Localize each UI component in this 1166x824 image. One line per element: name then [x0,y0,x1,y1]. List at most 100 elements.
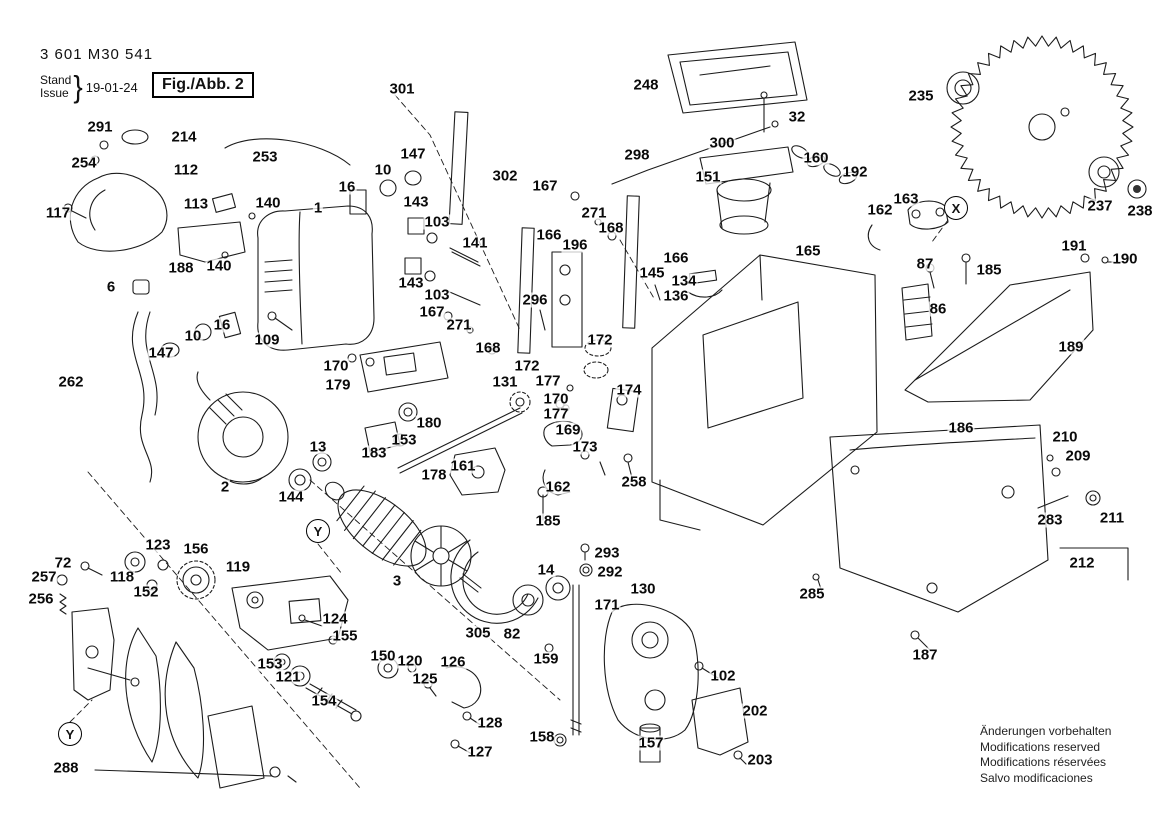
part-callout-292: 292 [596,563,624,581]
part-callout-177: 177 [534,372,562,390]
part-callout-293: 293 [593,544,621,562]
part-callout-253: 253 [251,148,279,166]
brace-glyph: } [73,69,83,104]
part-callout-6: 6 [105,278,117,296]
legal-line: Salvo modificaciones [980,770,1093,785]
part-callout-302: 302 [491,167,519,185]
part-callout-16: 16 [337,178,357,196]
stand-issue-block: Stand Issue } 19-01-24 [40,69,153,104]
part-callout-82: 82 [502,625,522,643]
part-callout-177: 177 [542,405,570,423]
stand-label: Stand [40,73,72,87]
issue-date: 19-01-24 [85,79,138,95]
part-callout-238: 238 [1126,202,1154,220]
small-parts-top-drawing [267,170,481,331]
part-callout-158: 158 [528,728,556,746]
part-callout-119: 119 [224,558,252,576]
part-callout-203: 203 [746,751,774,769]
part-callout-109: 109 [253,331,281,349]
part-callout-196: 196 [561,236,589,254]
part-callout-291: 291 [86,118,114,136]
gearbox-drawing [347,339,640,521]
fan-shroud-drawing [450,539,539,624]
part-callout-165: 165 [794,242,822,260]
part-callout-209: 209 [1064,447,1092,465]
part-callout-300: 300 [708,134,736,152]
part-callout-150: 150 [369,647,397,665]
part-callout-185: 185 [534,512,562,530]
part-callout-202: 202 [741,702,769,720]
part-callout-155: 155 [331,627,359,645]
part-callout-172: 172 [513,357,541,375]
part-callout-10: 10 [373,161,393,179]
issue-label: Issue [40,86,69,100]
part-callout-131: 131 [491,373,519,391]
part-callout-191: 191 [1060,237,1088,255]
part-callout-169: 169 [554,421,582,439]
part-callout-271: 271 [580,204,608,222]
part-callout-298: 298 [623,146,651,164]
part-callout-256: 256 [27,590,55,608]
part-callout-153: 153 [256,655,284,673]
part-callout-151: 151 [694,168,722,186]
main-housing-drawing [651,254,878,531]
part-callout-147: 147 [399,145,427,163]
part-callout-185: 185 [975,261,1003,279]
part-callout-113: 113 [182,195,210,213]
part-callout-214: 214 [170,128,198,146]
handle-drawing [63,129,351,252]
part-callout-174: 174 [615,381,643,399]
part-callout-118: 118 [108,568,136,586]
part-callout-103: 103 [423,213,451,231]
legal-line: Modifications reserved [980,739,1101,754]
part-callout-186: 186 [947,419,975,437]
part-callout-189: 189 [1057,338,1085,356]
part-callout-237: 237 [1086,197,1114,215]
part-callout-159: 159 [532,650,560,668]
part-callout-183: 183 [360,444,388,462]
part-callout-14: 14 [536,561,556,579]
part-callout-10: 10 [183,327,203,345]
legal-line: Modifications réservées [980,755,1107,769]
part-callout-166: 166 [535,226,563,244]
part-callout-212: 212 [1068,554,1096,572]
assembly-marker-y: Y [58,722,82,746]
saw-blade-drawing [946,35,1147,219]
part-callout-153: 153 [390,431,418,449]
right-cover-drawing [904,271,1094,403]
part-callout-296: 296 [521,291,549,309]
part-callout-248: 248 [632,76,660,94]
part-callout-13: 13 [308,438,328,456]
part-callout-143: 143 [397,274,425,292]
part-callout-211: 211 [1098,509,1126,527]
part-callout-305: 305 [464,624,492,642]
part-callout-154: 154 [310,692,338,710]
part-callout-145: 145 [638,264,666,282]
part-callout-136: 136 [662,287,690,305]
part-callout-178: 178 [420,466,448,484]
part-callout-120: 120 [396,652,424,670]
part-callout-163: 163 [892,190,920,208]
part-callout-210: 210 [1051,428,1079,446]
part-callout-124: 124 [321,610,349,628]
assembly-marker-x: X [944,196,968,220]
part-callout-144: 144 [277,488,305,506]
part-callout-171: 171 [593,596,621,614]
part-callout-166: 166 [662,249,690,267]
part-callout-258: 258 [620,473,648,491]
armature-drawing [288,452,482,593]
part-callout-134: 134 [670,272,698,290]
part-callout-190: 190 [1111,250,1139,268]
part-callout-301: 301 [388,80,416,98]
part-callout-147: 147 [147,344,175,362]
part-callout-254: 254 [70,154,98,172]
part-callout-152: 152 [132,583,160,601]
part-callout-121: 121 [274,668,302,686]
part-callout-2: 2 [219,478,231,496]
part-callout-32: 32 [787,108,807,126]
part-callout-188: 188 [167,259,195,277]
part-callout-283: 283 [1036,511,1064,529]
part-callout-262: 262 [57,373,85,391]
